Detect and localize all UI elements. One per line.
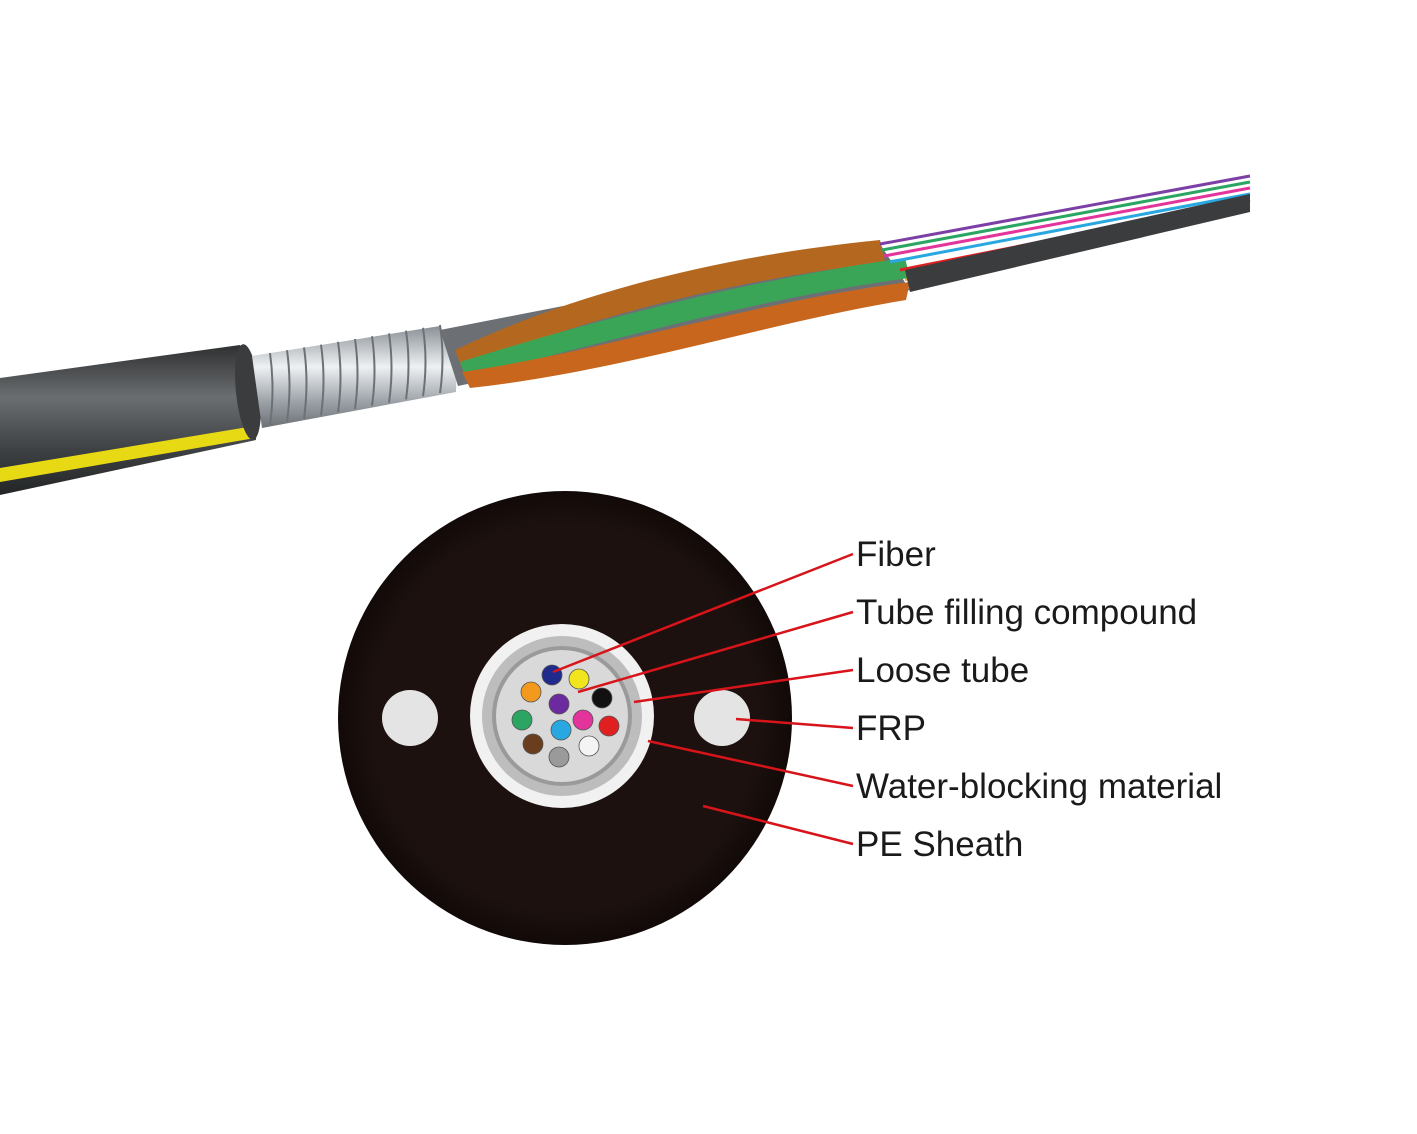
leader-line-fiber [552, 552, 854, 674]
loose-tube-green [460, 258, 910, 378]
fiber-circle [548, 693, 570, 715]
fiber-circle [520, 681, 542, 703]
leader-line-pe-sheath [702, 804, 854, 846]
armor-rib [405, 330, 410, 400]
fiber-circle [591, 687, 613, 709]
loose-tube-orange [462, 282, 910, 388]
fiber-circle [598, 715, 620, 737]
cable-photo [0, 174, 1251, 495]
cable-yellow-stripe [0, 426, 255, 482]
fiber-circle [511, 709, 533, 731]
fiber-circle [541, 664, 563, 686]
frp-left [382, 690, 438, 746]
fiber-circle [550, 719, 572, 741]
label-tube-filling-compound: Tube filling compound [856, 593, 1197, 632]
armor-rib [422, 327, 427, 397]
fiber-circle [522, 733, 544, 755]
label-pe-sheath: PE Sheath [856, 825, 1023, 864]
loose-tube-brown [455, 240, 885, 368]
armor-rib [320, 344, 325, 416]
fiber-circle [548, 746, 570, 768]
leader-line-water-blocking [647, 739, 854, 788]
leader-line-loose-tube [633, 668, 854, 704]
leader-line-tube-filling [577, 610, 854, 694]
armor-ribs [269, 324, 444, 426]
leader-lines [552, 552, 854, 846]
central-member [905, 194, 1250, 292]
leader-line-frp [735, 717, 854, 730]
cross-section [338, 491, 792, 945]
armor-rib [354, 338, 359, 410]
armor-rib [286, 350, 291, 422]
armor-rib [371, 336, 376, 406]
fiber-bundle [511, 664, 620, 768]
fiber-circle [578, 735, 600, 757]
fiber-circle [572, 709, 594, 731]
label-loose-tube: Loose tube [856, 651, 1029, 690]
labels: Fiber Tube filling compound Loose tube F… [856, 535, 1222, 864]
label-frp: FRP [856, 709, 926, 748]
label-fiber: Fiber [856, 535, 936, 574]
fiber-circle [568, 668, 590, 690]
armor-rib [388, 333, 393, 403]
frp-right [694, 690, 750, 746]
armor-rib [269, 352, 274, 426]
cable-steel-armor [252, 326, 457, 428]
armor-rib [303, 347, 308, 419]
label-water-blocking-material: Water-blocking material [856, 767, 1222, 806]
armor-rib [337, 341, 342, 413]
